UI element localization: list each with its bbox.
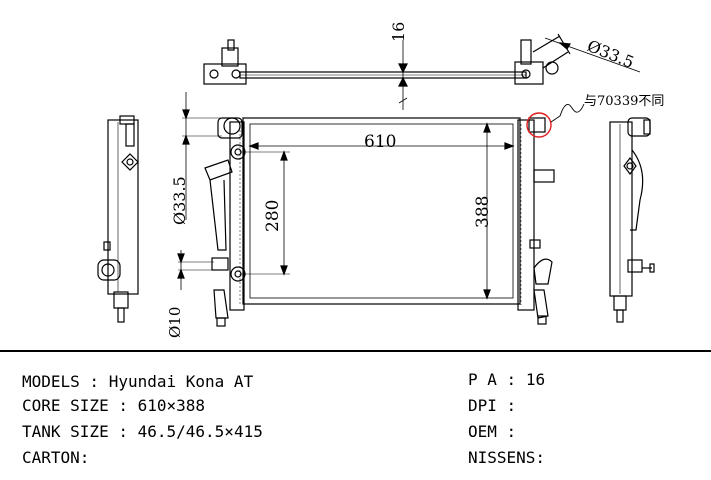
spec-tank-value: 46.5/46.5×415 [137, 422, 263, 441]
top-view [203, 33, 571, 85]
spec-dpi-label: DPI : [468, 396, 517, 415]
spec-carton: CARTON: [22, 449, 99, 467]
spec-tank-size: TANK SIZE : 46.5/46.5×415 [22, 423, 263, 441]
label-spacing: 280 [263, 200, 283, 232]
dimension-width [248, 142, 515, 150]
note-difference: 与70339不同 [584, 94, 664, 109]
dimension-16 [398, 40, 408, 110]
label-inlet-diameter-side: Ø33.5 [170, 176, 189, 225]
spec-oem: OEM : [468, 423, 526, 441]
spec-core-value: 610×388 [137, 396, 206, 415]
spec-core-size: CORE SIZE : 610×388 [22, 397, 205, 415]
label-inlet-diameter: Ø33.5 [585, 36, 637, 72]
spec-nissens: NISSENS: [468, 449, 555, 467]
spec-nissens-label: NISSENS: [468, 448, 546, 467]
label-width: 610 [364, 132, 396, 152]
dimension-height [483, 122, 491, 300]
left-side-view [97, 115, 139, 323]
spec-pa: P A : 16 [468, 371, 545, 389]
spec-models-value: Hyundai Kona AT [108, 372, 254, 391]
label-small-pipe: Ø10 [166, 307, 184, 338]
right-side-view [609, 117, 655, 323]
spec-pa-label: P A : [468, 370, 517, 389]
spec-pa-value: 16 [525, 370, 546, 389]
dimension-inlet-diameter-side [182, 92, 222, 220]
spec-models: MODELS : Hyundai Kona AT [22, 373, 253, 391]
spec-dpi: DPI : [468, 397, 526, 415]
divider-line [0, 350, 711, 352]
spec-carton-label: CARTON: [22, 448, 90, 467]
label-height: 388 [473, 196, 493, 228]
front-view [204, 117, 555, 327]
spec-tank-label: TANK SIZE : [22, 422, 128, 441]
label-top-dim: 16 [389, 22, 408, 42]
dimension-small-pipe [177, 250, 214, 290]
spec-core-label: CORE SIZE : [22, 396, 128, 415]
dimension-spacing [240, 150, 290, 276]
radiator-technical-drawing: 610 388 280 Ø33.5 Ø10 16 Ø33.5 与70339不同 [97, 22, 664, 338]
dimension-inlet-diameter [544, 37, 641, 73]
spec-oem-label: OEM : [468, 422, 517, 441]
spec-models-label: MODELS : [22, 372, 100, 391]
